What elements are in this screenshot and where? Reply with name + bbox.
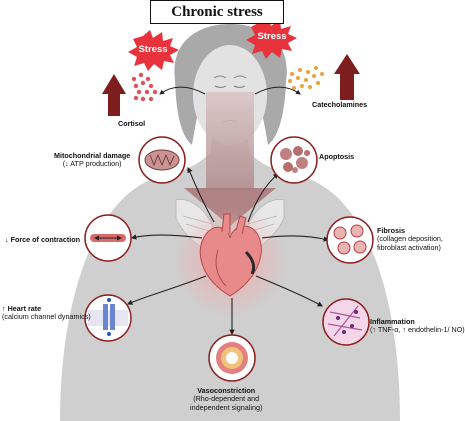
catecholamine-arrow <box>254 86 301 95</box>
heart-rate-circle <box>84 294 132 342</box>
fibrosis-label: Fibrosis(collagen deposition,fibroblast … <box>377 226 443 252</box>
cortisol-up-arrow <box>102 74 126 116</box>
fibrosis-circle <box>326 216 374 264</box>
catecholamines-label: Catecholamines <box>312 100 368 109</box>
vaso-circle <box>208 334 256 382</box>
catecholamine-dots <box>288 66 324 90</box>
effect-arrows <box>126 167 330 336</box>
contraction-label: ↓ Force of contraction <box>5 235 81 244</box>
cortisol-dots <box>131 72 158 102</box>
stress-label-left: Stress <box>138 44 168 55</box>
inflammation-label: Inflammation(↑ TNF-α, ↑ endothelin-1/ NO… <box>370 317 465 335</box>
stress-label-right: Stress <box>257 31 287 42</box>
heart <box>199 213 262 297</box>
apoptosis-circle <box>270 136 318 184</box>
apoptosis-label: Apoptosis <box>319 152 355 161</box>
mito-circle <box>138 136 186 184</box>
stress-burst-left <box>128 30 179 71</box>
mito-label: Mitochondrial damage(↓ ATP production) <box>54 151 131 169</box>
inflammation-circle <box>322 298 370 346</box>
stress-burst-right <box>246 17 297 59</box>
cortisol-label: Cortisol <box>118 119 146 128</box>
contraction-circle <box>84 214 132 262</box>
catecholamine-up-arrow <box>334 54 360 100</box>
title: Chronic stress <box>150 0 284 24</box>
cortisol-arrow <box>159 86 206 95</box>
heart-rate-label: ↑ Heart rate(calcium channel dynamics) <box>2 304 91 322</box>
